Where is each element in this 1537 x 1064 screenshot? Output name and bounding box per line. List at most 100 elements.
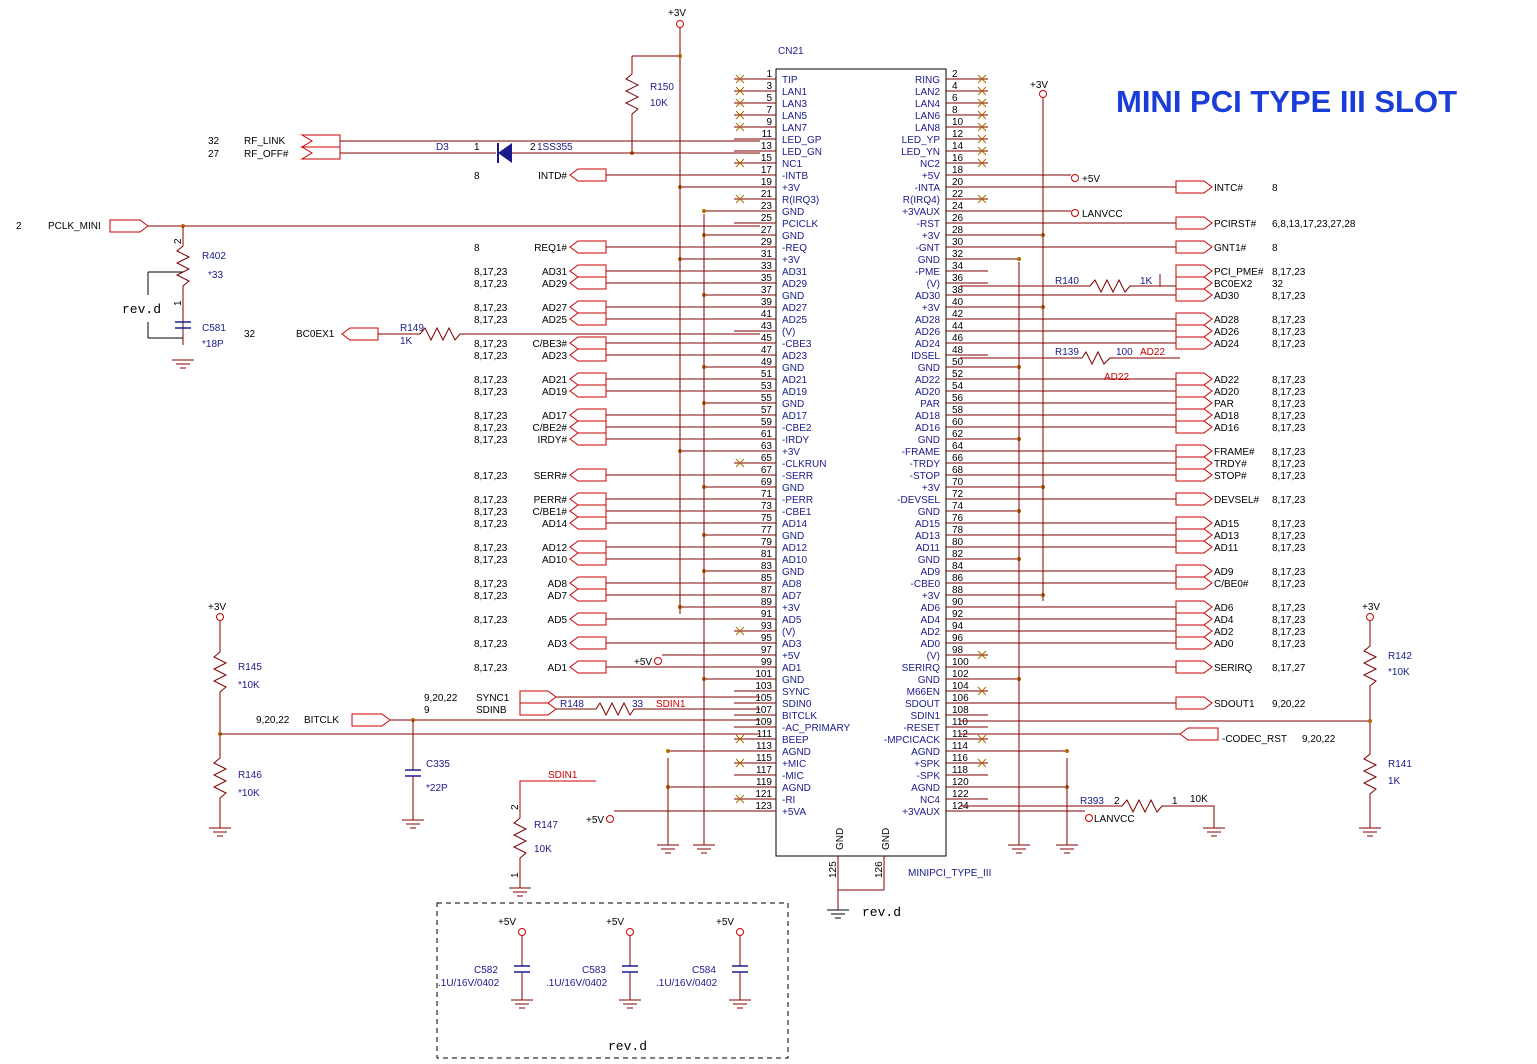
port-sdinb xyxy=(519,702,557,716)
pin-number: 103 xyxy=(755,681,772,692)
pin-signal-name: AGND xyxy=(911,747,940,758)
pin-signal-name: GND xyxy=(918,507,940,518)
pclk-ref: 2 xyxy=(16,221,22,232)
r149-ref: R149 xyxy=(400,323,424,334)
pin-number: 15 xyxy=(761,153,773,164)
port-label: INTC# xyxy=(1214,183,1243,194)
no-connect-mark xyxy=(735,122,745,132)
pin-number: 118 xyxy=(952,765,968,776)
offpage-port-right xyxy=(1175,600,1213,614)
ground-symbol xyxy=(172,359,194,369)
offpage-port-left xyxy=(569,432,607,446)
offpage-port-right xyxy=(1175,288,1213,302)
port-sheet-ref: 8,17,23 xyxy=(1272,375,1306,386)
pin-number: 63 xyxy=(761,441,773,452)
offpage-port-right xyxy=(1175,408,1213,422)
pin-number: 35 xyxy=(761,273,773,284)
offpage-port-right xyxy=(1175,180,1213,194)
port-label: AD27 xyxy=(542,303,567,314)
pin-number: 120 xyxy=(952,777,969,788)
pin-number: 109 xyxy=(755,717,772,728)
pin-number: 43 xyxy=(761,321,773,332)
pin-signal-name: GND xyxy=(782,675,804,686)
pin-number: 79 xyxy=(761,537,773,548)
capacitor-c582 xyxy=(511,928,533,1009)
pin-signal-name: AD0 xyxy=(921,639,941,650)
pin-number: 14 xyxy=(952,141,964,152)
pin-signal-name: -GNT xyxy=(916,243,940,254)
power-port-lanvcc xyxy=(1071,209,1079,217)
pin-number: 1 xyxy=(766,69,772,80)
port-label: AD31 xyxy=(542,267,567,278)
pin-signal-name: GND xyxy=(782,531,804,542)
r140-value: 1K xyxy=(1140,276,1153,287)
pin-signal-name: GND xyxy=(782,363,804,374)
port-label: C/BE3# xyxy=(533,339,568,350)
pin-number: 97 xyxy=(761,645,773,656)
power-label-3v: +3V xyxy=(668,8,686,19)
port-label: AD6 xyxy=(1214,603,1234,614)
pin-signal-name: AD18 xyxy=(915,411,940,422)
pin-number: 22 xyxy=(952,189,964,200)
power-port-5v xyxy=(654,657,662,665)
offpage-port-right xyxy=(1175,516,1213,530)
ground-symbol xyxy=(509,887,531,897)
power-port-5v-right xyxy=(1071,174,1079,182)
c584-ref: C584 xyxy=(692,965,716,976)
pin-number: 68 xyxy=(952,465,964,476)
port-label: AD21 xyxy=(542,375,567,386)
ground-symbol xyxy=(827,909,849,919)
port-label: AD10 xyxy=(542,555,567,566)
power-label-5v-right: +5V xyxy=(1082,174,1100,185)
no-connect-mark xyxy=(735,158,745,168)
pin-number: 104 xyxy=(952,681,969,692)
pin-signal-name: LAN8 xyxy=(915,123,940,134)
port-sheet-ref: 8,17,23 xyxy=(474,423,508,434)
pin-number: 19 xyxy=(761,177,773,188)
pin-signal-name: GND xyxy=(782,207,804,218)
ad22-net-label: AD22 xyxy=(1104,372,1129,383)
pin-signal-name: (V) xyxy=(782,627,795,638)
ground-symbol xyxy=(209,827,231,837)
pin-number: 111 xyxy=(757,729,773,740)
offpage-port-left xyxy=(569,504,607,518)
pin-number: 87 xyxy=(761,585,773,596)
pin-signal-name: AD11 xyxy=(916,543,941,554)
pin-signal-name: -SERR xyxy=(782,471,813,482)
resistor-r150 xyxy=(624,56,640,153)
pin-signal-name: AGND xyxy=(782,747,811,758)
port-label: AD8 xyxy=(548,579,568,590)
power-label-5va: +5V xyxy=(586,815,604,826)
port-sheet-ref: 8,17,23 xyxy=(1272,327,1306,338)
pin-signal-name: AD6 xyxy=(921,603,941,614)
port-label: DEVSEL# xyxy=(1214,495,1259,506)
port-sheet-ref: 8,17,23 xyxy=(474,351,508,362)
power-port-lanvcc-2 xyxy=(1085,814,1093,822)
pin-signal-name: +3V xyxy=(922,231,940,242)
pin-number: 53 xyxy=(761,381,773,392)
pin-number: 56 xyxy=(952,393,964,404)
port-bitclk xyxy=(351,713,391,727)
sync1-ref: 9,20,22 xyxy=(424,693,458,704)
port-sheet-ref: 8 xyxy=(474,171,480,182)
pin-number: 72 xyxy=(952,489,964,500)
pin-signal-name: +3V xyxy=(922,591,940,602)
wire-sdin1-r147 xyxy=(519,780,596,810)
junction xyxy=(1065,749,1069,753)
pin-number: 102 xyxy=(952,669,969,680)
port-sheet-ref: 8,17,23 xyxy=(1272,495,1306,506)
pin-signal-name: +SPK xyxy=(914,759,940,770)
pin-signal-name: GND xyxy=(782,483,804,494)
port-sheet-ref: 8,17,23 xyxy=(474,543,508,554)
sdin1-label-r147: SDIN1 xyxy=(548,770,578,781)
pin-number: 64 xyxy=(952,441,964,452)
schematic-title: MINI PCI TYPE III SLOT xyxy=(1116,84,1457,119)
pin-number: 52 xyxy=(952,369,964,380)
c584-value: .1U/16V/0402 xyxy=(656,978,718,989)
pin-signal-name: +MIC xyxy=(782,759,806,770)
r146-ref: R146 xyxy=(238,770,262,781)
pin-signal-name: (V) xyxy=(927,279,940,290)
no-connect-mark xyxy=(735,458,745,468)
pin-number: 30 xyxy=(952,237,964,248)
pin-signal-name: PAR xyxy=(920,399,940,410)
